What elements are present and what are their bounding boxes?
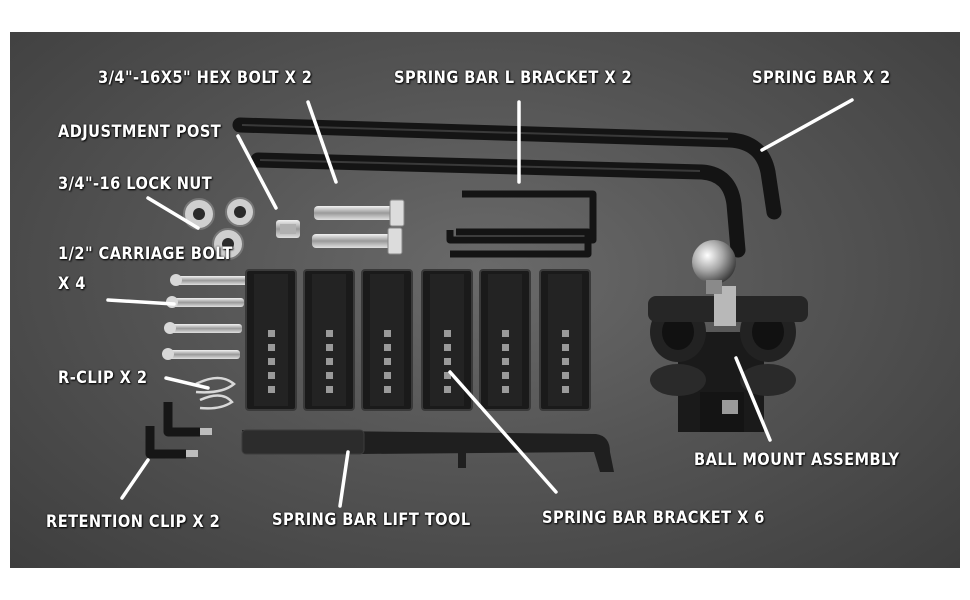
lock-nuts <box>183 197 255 260</box>
label-adjustment-post: ADJUSTMENT POST <box>58 122 222 142</box>
retention-clips <box>145 402 212 459</box>
label-ball-mount-assembly: BALL MOUNT ASSEMBLY <box>694 450 900 470</box>
lift-tool <box>241 429 614 472</box>
hex-bolts <box>312 199 405 255</box>
pointer-lines <box>106 98 854 508</box>
label-r-clip: R-CLIP X 2 <box>58 368 148 388</box>
label-hex-bolt: 3/4"-16X5" HEX BOLT X 2 <box>98 68 313 88</box>
adjustment-post <box>276 220 300 238</box>
label-retention-clip: RETENTION CLIP X 2 <box>46 512 221 532</box>
l-brackets <box>446 190 597 258</box>
label-spring-bar: SPRING BAR X 2 <box>752 68 891 88</box>
product-photo: 3/4"-16X5" HEX BOLT X 2 SPRING BAR L BRA… <box>10 32 960 568</box>
label-carriage-bolt: 1/2" CARRIAGE BOLT <box>58 244 233 264</box>
label-lock-nut: 3/4"-16 LOCK NUT <box>58 174 213 194</box>
carriage-bolts <box>162 274 248 360</box>
label-carriage-bolt-qty: X 4 <box>58 274 86 294</box>
spring-bars <box>232 117 782 258</box>
spring-bar-brackets <box>245 269 591 411</box>
ball-mount-assembly <box>648 240 808 432</box>
parts-illustration <box>106 98 854 508</box>
r-clips <box>195 376 236 410</box>
label-spring-bar-bracket: SPRING BAR BRACKET X 6 <box>542 508 765 528</box>
label-l-bracket: SPRING BAR L BRACKET X 2 <box>394 68 633 88</box>
label-lift-tool: SPRING BAR LIFT TOOL <box>272 510 471 530</box>
